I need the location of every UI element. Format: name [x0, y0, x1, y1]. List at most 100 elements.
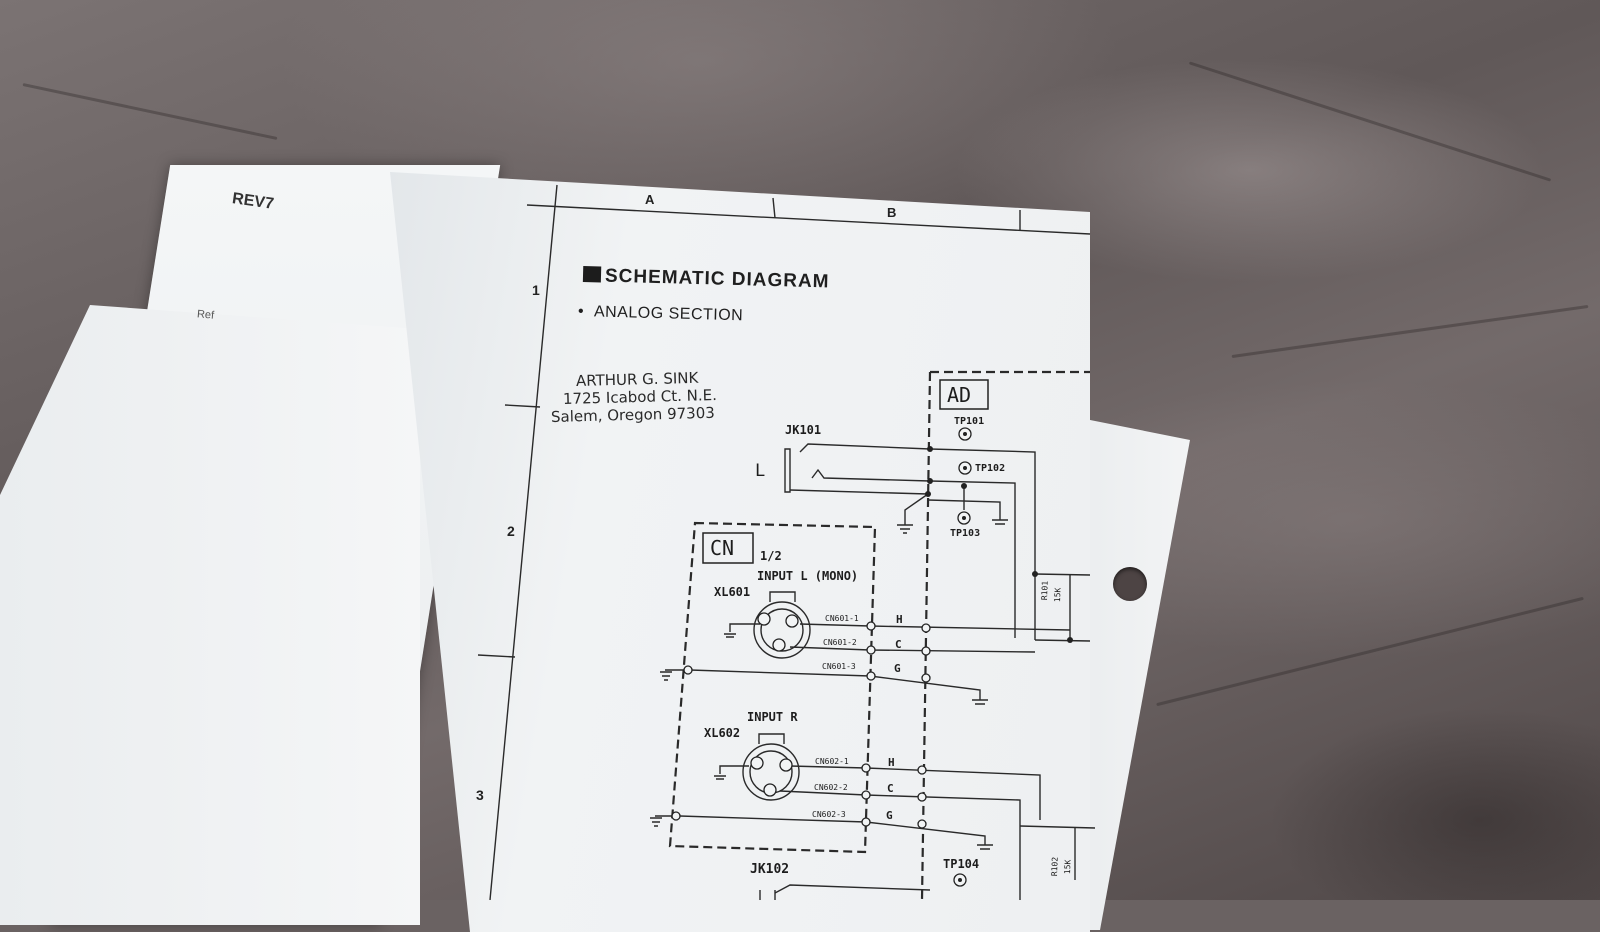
terminal	[917, 765, 927, 775]
tp-center	[963, 466, 967, 470]
cn601-2-wire	[789, 646, 1036, 653]
ground-symbol	[972, 699, 988, 705]
jk102-body	[759, 890, 776, 900]
grid-top-line	[526, 204, 1091, 235]
xl601-pin1-wire	[729, 623, 760, 632]
row-tick	[477, 654, 516, 658]
junction-dot	[1067, 637, 1073, 643]
xl601-inner	[760, 608, 804, 652]
junction-dot	[961, 483, 967, 489]
jk101-tip	[799, 443, 931, 453]
r102-value: 15K	[1063, 859, 1073, 875]
terminal	[861, 763, 871, 773]
signal-g-label: G	[894, 662, 901, 675]
ad-label-box	[939, 379, 989, 410]
terminal	[921, 673, 931, 683]
cn602-2-label: CN602-2	[814, 783, 848, 792]
jk101-body	[784, 448, 791, 493]
ground-symbol	[992, 519, 1008, 525]
cn-block-border	[668, 521, 877, 854]
r101-value: 15K	[1053, 587, 1063, 603]
xl602-pin1-wire	[719, 765, 749, 774]
grid-row-label: 1	[532, 282, 540, 298]
jk101-ring	[811, 468, 931, 482]
terminal	[921, 623, 931, 633]
terminal	[866, 645, 876, 655]
grid-row-label: 3	[476, 787, 484, 803]
tp101-wire	[929, 448, 1036, 640]
r101-label: R101	[1040, 580, 1050, 601]
tp-center	[962, 516, 966, 520]
ground-symbol	[714, 775, 726, 780]
cn601-1-wire	[799, 623, 1071, 631]
xl601-pin2	[785, 614, 799, 628]
signal-c-label: C	[887, 782, 894, 795]
chassis-ground	[660, 671, 672, 681]
xl601-shell	[753, 601, 811, 659]
grid-left-line	[489, 184, 558, 900]
xl601-pin1	[757, 612, 771, 626]
terminal	[917, 792, 927, 802]
signal-c-label: C	[895, 638, 902, 651]
grid-divider	[772, 197, 776, 219]
ground-symbol	[724, 633, 736, 638]
schematic-subtitle-text: ANALOG SECTION	[593, 303, 744, 325]
cn-page-label: 1/2	[760, 549, 782, 563]
junction-dot	[925, 491, 931, 497]
cn602-2-wire	[779, 790, 1021, 900]
cn601-3-wire	[665, 669, 981, 700]
xl602-label: XL602	[704, 726, 741, 740]
ground-wire	[927, 499, 1001, 520]
tp-center	[963, 432, 967, 436]
schematic-sheet	[390, 172, 1090, 932]
jk102-tip	[774, 884, 931, 894]
punch-hole	[1113, 567, 1147, 601]
ad-block-label: AD	[947, 383, 972, 407]
ground-symbol	[897, 524, 913, 534]
terminal	[683, 665, 693, 675]
jk101-label: JK101	[785, 423, 822, 437]
xl602-shell	[742, 743, 800, 801]
xl602-key	[758, 733, 785, 744]
junction-dot	[927, 478, 933, 484]
terminal	[861, 817, 871, 827]
grid-column-label: A	[645, 192, 655, 207]
xl602-pin2	[779, 758, 793, 772]
cn602-1-wire	[789, 765, 1041, 820]
cn601-1-label: CN601-1	[825, 614, 859, 623]
input-r-label: INPUT R	[747, 710, 798, 724]
tp-center	[958, 878, 962, 882]
cn-label-box	[702, 532, 754, 564]
terminal	[917, 819, 927, 829]
r102-label: R102	[1050, 856, 1060, 877]
schematic-linework	[477, 184, 1096, 900]
xl601-label: XL601	[714, 585, 751, 599]
terminal	[866, 621, 876, 631]
signal-h-label: H	[888, 756, 895, 769]
cn602-3-wire	[655, 815, 986, 845]
jk101-sleeve	[789, 489, 929, 495]
chassis-ground	[650, 817, 662, 827]
ground-symbol	[977, 844, 993, 850]
schematic-title-text: SCHEMATIC DIAGRAM	[604, 265, 830, 293]
junction-dot	[1032, 571, 1038, 577]
input-l-label: INPUT L (MONO)	[757, 569, 859, 583]
wire	[1034, 639, 1091, 642]
grid-row-label: 2	[507, 523, 515, 539]
cn602-3-label: CN602-3	[812, 810, 846, 819]
tp104-label: TP104	[943, 857, 980, 871]
terminal	[671, 811, 681, 821]
ground-wire	[904, 493, 929, 525]
signal-h-label: H	[896, 613, 903, 626]
xl601-key	[769, 591, 796, 602]
terminal	[921, 646, 931, 656]
signal-g-label: G	[886, 809, 893, 822]
grid-column-label: B	[887, 205, 897, 220]
row-tick	[504, 404, 541, 408]
wire	[1034, 573, 1091, 576]
cn602-1-label: CN602-1	[815, 757, 849, 766]
jk102-label: JK102	[750, 862, 790, 877]
tp103-label: TP103	[950, 528, 981, 539]
wire	[1019, 825, 1096, 829]
